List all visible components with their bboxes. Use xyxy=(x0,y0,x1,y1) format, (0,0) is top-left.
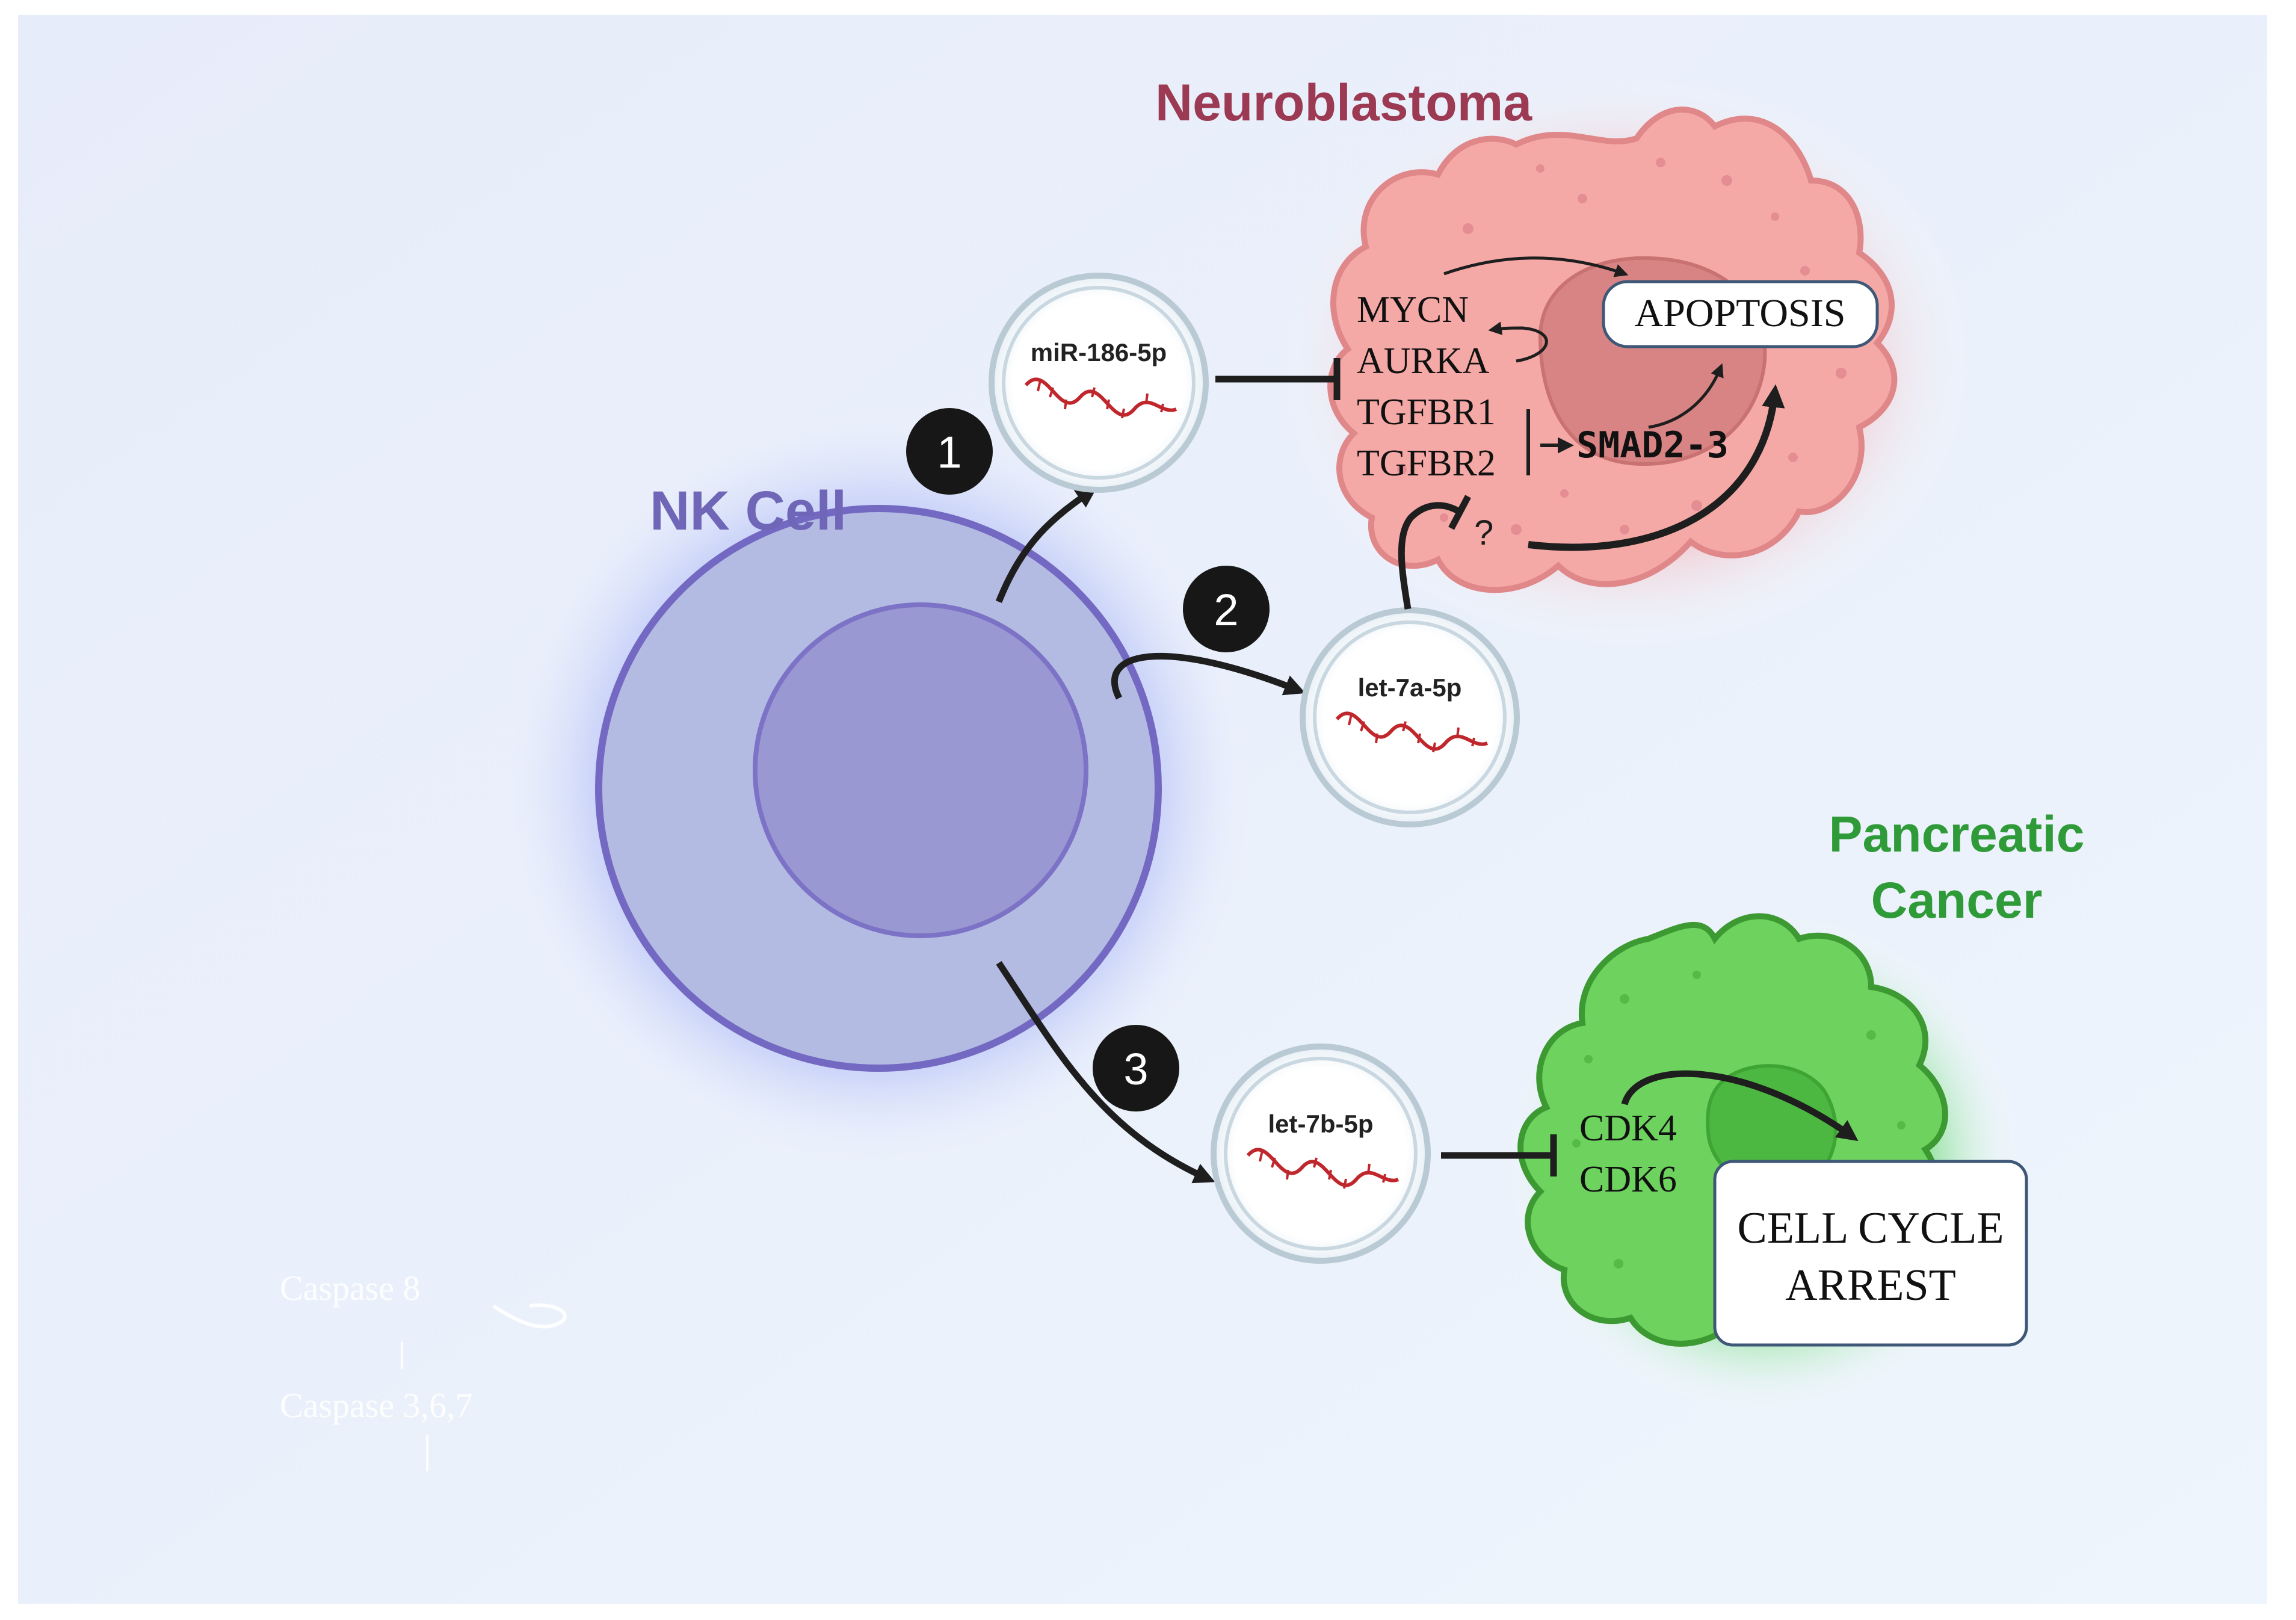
nk-cell-label: NK Cell xyxy=(650,480,847,542)
apoptosis-box: APOPTOSIS xyxy=(1602,280,1879,348)
vesicle-let7a-label: let-7a-5p xyxy=(1358,673,1462,702)
target-cdk4: CDK4 xyxy=(1579,1108,1677,1149)
faded-caspase8: Caspase 8 xyxy=(280,1269,421,1308)
target-cdk6: CDK6 xyxy=(1579,1159,1677,1200)
faded-caspase-annotation: Caspase 8 Caspase 3,6,7 xyxy=(280,1269,567,1471)
nk-cell-nucleus xyxy=(753,602,1088,938)
rna-strand-icon xyxy=(1024,377,1177,419)
step-badge-1: 1 xyxy=(906,408,993,495)
arrow-mycn-to-apoptosis xyxy=(1443,256,1629,277)
step-badge-1-label: 1 xyxy=(937,427,961,477)
arrow-let7a-to-apoptosis xyxy=(1528,384,1785,551)
vesicle-let7b: let-7b-5p xyxy=(1211,1043,1431,1264)
step-badge-2: 2 xyxy=(1183,566,1270,652)
smad-label: SMAD2-3 xyxy=(1576,424,1729,466)
cell-cycle-arrest-box: CELL CYCLE ARREST xyxy=(1713,1160,2028,1347)
neuroblastoma-label: Neuroblastoma xyxy=(1155,74,1532,132)
rna-strand-icon xyxy=(1335,711,1489,753)
question-mark: ? xyxy=(1474,513,1493,552)
faded-caspase367: Caspase 3,6,7 xyxy=(280,1386,473,1425)
neuroblastoma-granules xyxy=(1397,158,1847,535)
inhibition-let7a-to-tgfbr xyxy=(1398,495,1471,610)
inhibition-let7b-to-cdk xyxy=(1441,1134,1557,1176)
target-tgfbr1: TGFBR1 xyxy=(1357,392,1496,433)
target-mycn: MYCN xyxy=(1357,289,1469,330)
apoptosis-label: APOPTOSIS xyxy=(1635,291,1846,335)
arrow-nk-to-let7b xyxy=(996,960,1215,1184)
pancreatic-label-line2: Cancer xyxy=(1871,872,2043,929)
arrow-smad-to-apoptosis xyxy=(1648,363,1724,429)
nk-cell xyxy=(493,403,1264,1173)
rna-strand-icon xyxy=(1246,1148,1400,1189)
target-aurka: AURKA xyxy=(1357,341,1490,382)
step-badge-3-label: 3 xyxy=(1123,1044,1148,1094)
pancreatic-label-line1: Pancreatic xyxy=(1829,806,2085,862)
target-tgfbr2: TGFBR2 xyxy=(1357,443,1496,484)
arrow-aurka-to-mycn xyxy=(1488,321,1548,363)
cell-cycle-label-line1: CELL CYCLE xyxy=(1737,1204,2004,1253)
vesicle-mir186-label: miR-186-5p xyxy=(1031,338,1167,366)
inhibition-mir186-to-targets xyxy=(1215,358,1341,400)
cell-cycle-label-line2: ARREST xyxy=(1785,1261,1956,1310)
vesicle-mir186: miR-186-5p xyxy=(989,273,1209,493)
arrow-nk-to-let7a xyxy=(1111,652,1306,700)
step-badge-3: 3 xyxy=(1093,1025,1179,1111)
step-badge-2-label: 2 xyxy=(1214,585,1238,635)
arrow-cdk-to-cell-cycle xyxy=(1621,1070,1859,1142)
faded-curved-arrow xyxy=(492,1303,567,1329)
vesicle-let7b-label: let-7b-5p xyxy=(1268,1110,1373,1138)
vesicle-let7a: let-7a-5p xyxy=(1300,607,1520,827)
arrow-nk-to-mir186 xyxy=(995,486,1097,604)
